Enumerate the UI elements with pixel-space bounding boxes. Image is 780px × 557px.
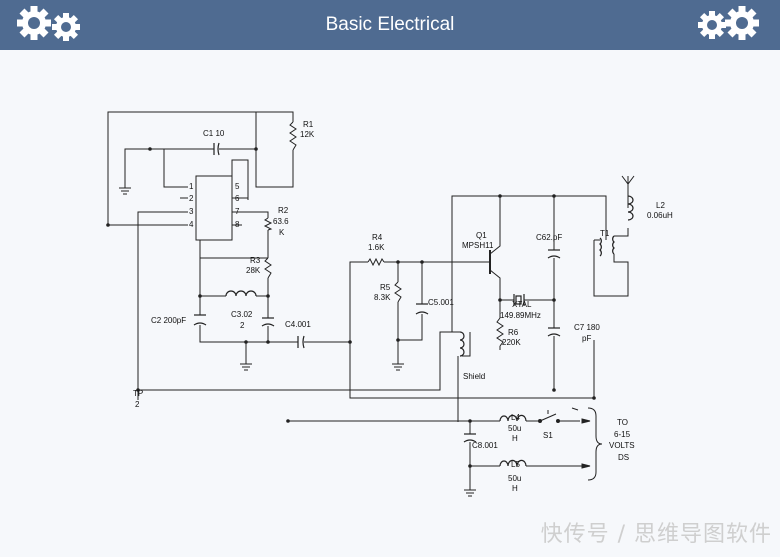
label-c3-name: C3.02 <box>231 310 253 319</box>
label-to: TO <box>617 418 628 427</box>
label-shield: Shield <box>463 372 485 381</box>
label-q1-val: MPSH11 <box>462 241 494 250</box>
label-pin-2: 2 <box>189 194 194 203</box>
label-l5-val: 50u <box>508 474 521 483</box>
circuit-diagram: C1 10 R1 12K R2 63.6 K R3 28K C2 200pF C… <box>0 50 780 552</box>
label-r5-name: R5 <box>380 283 391 292</box>
label-volts: VOLTS <box>609 441 635 450</box>
label-ds: DS <box>618 453 629 462</box>
label-r1-name: R1 <box>303 120 314 129</box>
gears-icon[interactable] <box>696 5 766 45</box>
resistors <box>265 122 503 346</box>
label-pin-3: 3 <box>189 207 194 216</box>
label-r2-unit: K <box>279 228 285 237</box>
label-r3-val: 28K <box>246 266 261 275</box>
label-l4-unit: H <box>512 434 518 443</box>
label-r5-val: 8.3K <box>374 293 391 302</box>
label-tp-val: 2 <box>135 400 140 409</box>
label-pin-5: 5 <box>235 182 240 191</box>
label-c8: C8.001 <box>472 441 498 450</box>
switch-s1[interactable] <box>539 410 560 423</box>
label-c6: C62.pF <box>536 233 562 242</box>
ic-chip <box>196 176 232 240</box>
transistor-q1 <box>484 250 490 274</box>
label-r4-val: 1.6K <box>368 243 385 252</box>
label-c2: C2 200pF <box>151 316 186 325</box>
label-s1: S1 <box>543 431 553 440</box>
label-c1: C1 10 <box>203 129 225 138</box>
circuit-canvas: C1 10 R1 12K R2 63.6 K R3 28K C2 200pF C… <box>0 50 780 552</box>
label-r1-val: 12K <box>300 130 315 139</box>
inductors <box>226 196 633 466</box>
label-q1-name: Q1 <box>476 231 487 240</box>
gears-icon[interactable] <box>16 5 86 45</box>
label-l4-val: 50u <box>508 424 521 433</box>
label-r6-name: R6 <box>508 328 519 337</box>
label-c5: C5.001 <box>428 298 454 307</box>
label-c7-unit: pF <box>582 334 591 343</box>
label-l2-name: L2 <box>656 201 665 210</box>
label-r2-val: 63.6 <box>273 217 289 226</box>
power-bracket <box>588 408 602 480</box>
label-c4: C4.001 <box>285 320 311 329</box>
label-l4-name: L4 <box>511 413 520 422</box>
watermark: 快传号 / 思维导图软件 <box>541 516 772 548</box>
label-r6-val: 220K <box>502 338 521 347</box>
page-title: Basic Electrical <box>0 0 780 50</box>
label-r4-name: R4 <box>372 233 383 242</box>
label-tp-name: TP <box>133 389 143 398</box>
label-t1: T1 <box>600 229 610 238</box>
label-pin-1: 1 <box>189 182 194 191</box>
output-arrows <box>572 408 590 468</box>
label-pin-7: 7 <box>235 207 240 216</box>
label-c7: C7 180 <box>574 323 600 332</box>
label-pin-8: 8 <box>235 220 240 229</box>
antenna-icon <box>622 176 634 190</box>
label-r2-name: R2 <box>278 206 289 215</box>
label-r3-name: R3 <box>250 256 261 265</box>
label-pin-6: 6 <box>235 194 240 203</box>
label-volts-range: 6-15 <box>614 430 631 439</box>
label-l2-val: 0.06uH <box>647 211 673 220</box>
label-c3-val: 2 <box>240 321 245 330</box>
label-l5-unit: H <box>512 484 518 493</box>
label-xtal-name: XTAL <box>512 300 532 309</box>
label-xtal-val: 149.89MHz <box>500 311 541 320</box>
label-l5-name: L5 <box>511 460 520 469</box>
label-pin-4: 4 <box>189 220 194 229</box>
